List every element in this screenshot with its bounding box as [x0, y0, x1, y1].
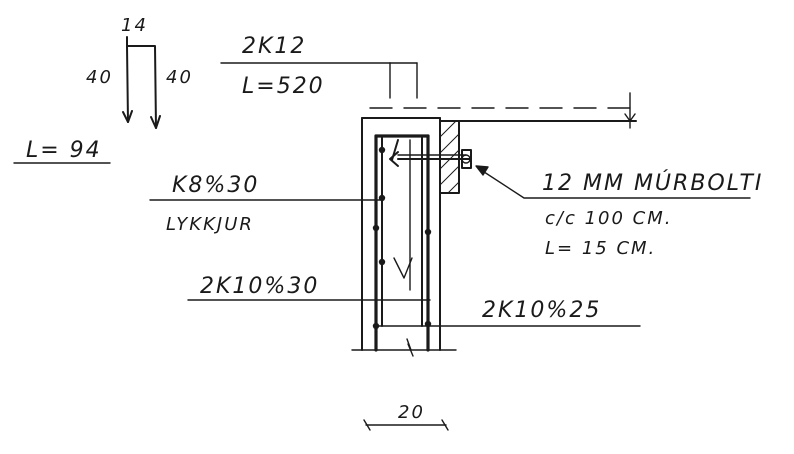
wall-width-dimension: 20: [363, 402, 449, 431]
rebar-dot: [372, 224, 380, 232]
stirrup-left-hook: [122, 110, 133, 123]
stirrup-left-leg-line: [126, 36, 129, 123]
rebar-dot: [378, 258, 386, 266]
wall-break-mark: [406, 338, 414, 357]
bottom-bars-label: 2K10%25: [482, 298, 601, 323]
stirrup-top-dimension: 14: [121, 15, 148, 36]
top-bars-length: L=520: [242, 74, 325, 99]
bolt-leader-line: [477, 167, 751, 199]
bolt-anchor-hook: [389, 151, 399, 167]
rebar-dot: [424, 228, 432, 236]
side-bars-callout: 2K10%30: [187, 274, 431, 301]
hatched-plate-outline: [439, 120, 460, 194]
stirrup-top-and-right-leg-line: [126, 45, 157, 129]
bolt-nut-ring: [461, 154, 471, 164]
bolt-type-label: 12 MM MÚRBOLTI: [542, 170, 763, 196]
bolt-spacing-label: c/c 100 CM.: [545, 208, 672, 229]
bolt-length-label: L= 15 CM.: [545, 238, 656, 259]
slab-outline: [369, 92, 637, 129]
stirrup-spacing-label: K8%30: [172, 173, 259, 198]
side-bars-label: 2K10%30: [200, 274, 319, 299]
top-bars-label: 2K12: [242, 34, 306, 59]
wall-width-label: 20: [398, 402, 425, 423]
bolt-callout: 12 MM MÚRBOLTI c/c 100 CM. L= 15 CM.: [475, 165, 763, 259]
stirrups-callout: K8%30 LYKKJUR: [149, 173, 381, 235]
stirrup-left-leg-length: 40: [86, 67, 113, 88]
stirrup-shape-detail: 14 40 40 L= 94: [13, 15, 193, 164]
wall-width-tick-left: [363, 419, 371, 431]
bolt-leader-arrow: [475, 165, 489, 176]
bolt-and-plate: [389, 120, 472, 194]
bottom-bars-callout: 2K10%25: [375, 298, 641, 327]
stirrup-total-length: L= 94: [26, 138, 102, 163]
stirrup-right-hook: [150, 115, 161, 129]
stirrup-right-leg-length: 40: [166, 67, 193, 88]
stirrup-name-label: LYKKJUR: [166, 214, 254, 235]
level-marker-arrow: [624, 113, 636, 122]
wall-width-tick-right: [441, 419, 449, 431]
top-bars-callout: 2K12 L=520: [220, 34, 418, 99]
rebar-dot: [378, 146, 386, 154]
